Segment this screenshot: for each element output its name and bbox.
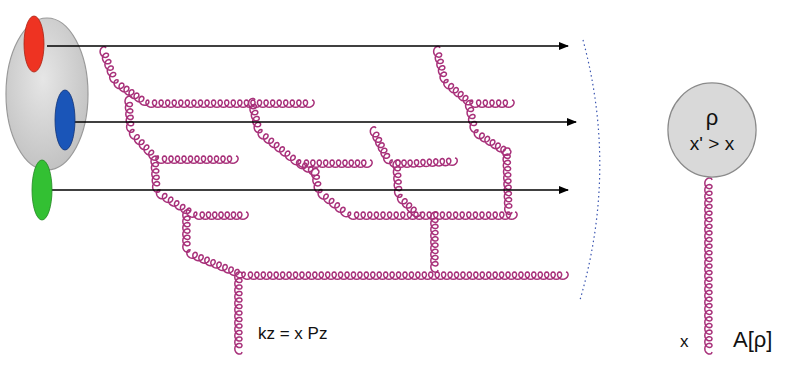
gluon-line — [434, 47, 514, 108]
quark-line — [42, 189, 568, 190]
momentum-label: kz = x Pz — [258, 325, 327, 344]
fraction-label: x — [680, 333, 689, 352]
gluon-line — [183, 210, 568, 279]
quark-line — [66, 121, 576, 122]
gluon-line — [370, 127, 457, 167]
gluon-line — [393, 160, 421, 217]
blob-symbol: ρ — [667, 104, 757, 132]
gluon-group — [100, 47, 712, 355]
gluon-line — [249, 98, 373, 167]
proton — [6, 18, 88, 170]
green-quark — [32, 160, 52, 220]
blob-condition: x' > x — [667, 132, 757, 156]
blue-quark — [55, 90, 75, 150]
gluon-line — [466, 101, 512, 215]
density-blob: ρx' > x — [667, 82, 757, 178]
red-quark — [24, 16, 44, 72]
gluon-line — [151, 156, 248, 219]
gluon-line — [100, 47, 314, 107]
blob-ellipse — [668, 83, 756, 177]
gluon-line — [431, 212, 438, 272]
dotted-boundary — [580, 40, 600, 300]
blob-content: ρx' > x — [667, 82, 757, 156]
field-label: A[ρ] — [733, 328, 772, 352]
quark-line — [47, 45, 568, 46]
gluon-line — [125, 96, 238, 163]
gluon-line — [235, 272, 242, 354]
gluon-line — [705, 178, 712, 354]
